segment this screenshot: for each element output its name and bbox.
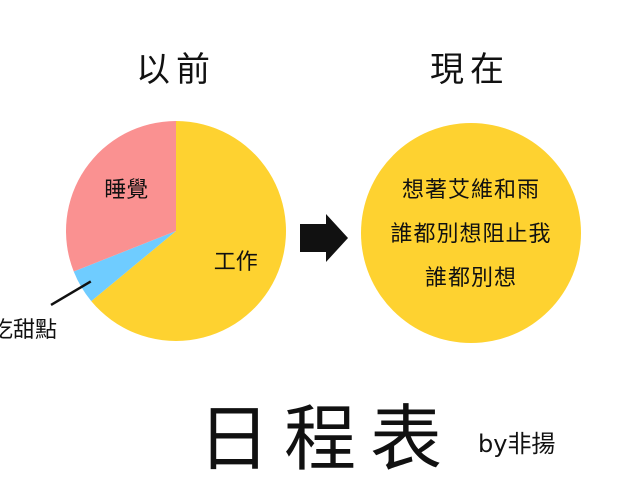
leader-line-1 [50, 280, 92, 306]
chart-title-before: 以前 [136, 50, 216, 90]
right-arrow-icon [300, 214, 348, 262]
main-title: 日程表 [198, 397, 457, 481]
slice-label-0: 工作 [214, 250, 258, 275]
slice-label-1: 吃甜點 [0, 318, 57, 343]
pie-slice-1 [73, 231, 176, 302]
chart-title-after: 現在 [430, 50, 510, 90]
pie-slice-full [361, 123, 581, 343]
slice-label-2: 睡覺 [104, 178, 148, 203]
pie-slice-0 [91, 121, 287, 341]
slice-label-full: 想著艾維和雨誰都別想阻止我誰都別想 [390, 178, 551, 291]
pie-slice-2 [66, 121, 176, 272]
byline: by非揚 [478, 430, 556, 458]
